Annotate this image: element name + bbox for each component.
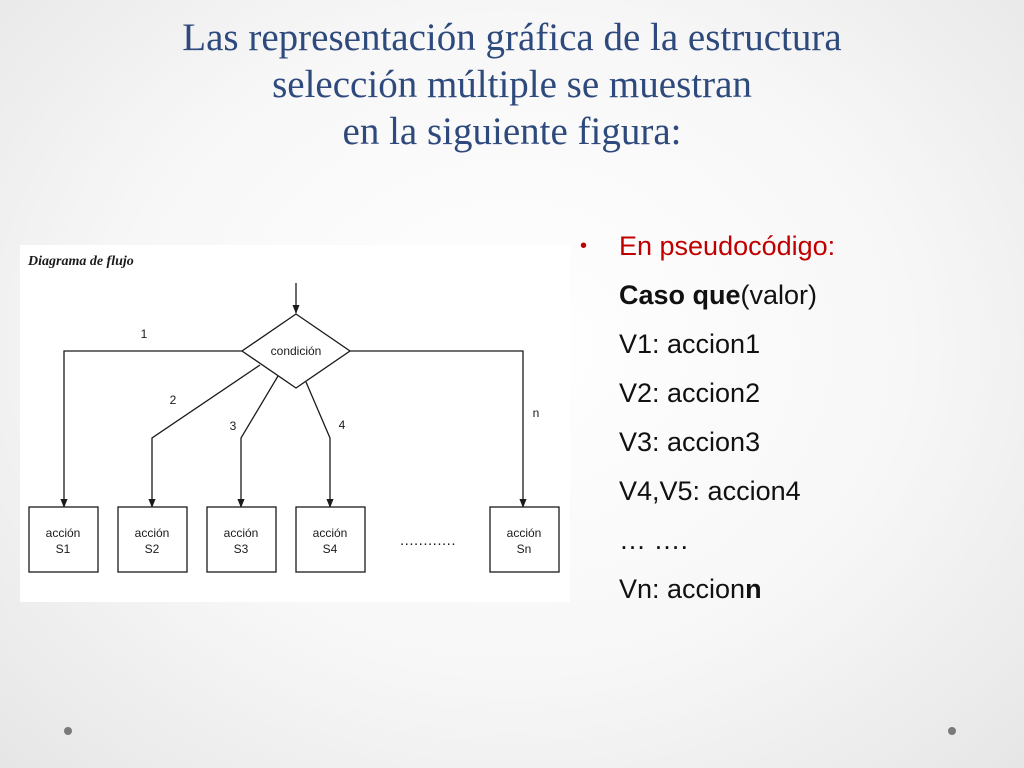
svg-text:S2: S2 — [145, 542, 160, 556]
branch-3-line — [237, 375, 279, 508]
flowchart-svg: Diagrama de flujo condición 1 n 2 3 4 ac… — [27, 254, 560, 573]
svg-text:S3: S3 — [234, 542, 249, 556]
svg-text:S1: S1 — [56, 542, 71, 556]
slide-title: Las representación gráfica de la estruct… — [40, 14, 984, 155]
pseudocode-heading-row: • En pseudocódigo: — [580, 222, 1000, 271]
bullet-icon: • — [580, 235, 588, 257]
pseudocode-line-2: V2: accion2 — [619, 378, 761, 408]
branch-label-1: 1 — [141, 327, 148, 341]
action-box-sn: acción Sn — [489, 506, 560, 573]
pseudocode-line-3: V3: accion3 — [619, 427, 761, 457]
svg-text:S4: S4 — [323, 542, 338, 556]
branch-n-line — [350, 350, 527, 508]
corner-dot-left — [64, 727, 72, 735]
branch-label-3: 3 — [230, 419, 237, 433]
diagram-caption: Diagrama de flujo — [27, 254, 134, 269]
corner-dot-right — [948, 727, 956, 735]
pseudocode-block: • En pseudocódigo: Caso que(valor) V1: a… — [580, 222, 1000, 614]
pseudocode-line-1: V1: accion1 — [619, 329, 761, 359]
pseudocode-line-4: V4,V5: accion4 — [619, 476, 801, 506]
pseudocode-last-line: Vn: accionn — [580, 565, 1000, 614]
action-box-s3: acción S3 — [206, 506, 277, 573]
svg-text:Sn: Sn — [517, 542, 532, 556]
branch-label-2: 2 — [170, 393, 177, 407]
svg-text:acción: acción — [135, 526, 170, 540]
decision-diamond — [240, 313, 352, 389]
last-prefix: Vn: accion — [619, 574, 746, 604]
branch-4-line — [305, 381, 334, 508]
svg-text:acción: acción — [46, 526, 81, 540]
action-box-s2: acción S2 — [117, 506, 188, 573]
title-line-3: en la siguiente figura: — [342, 110, 682, 153]
branch-2-line — [148, 364, 261, 508]
pseudocode-line-5: … …. — [619, 525, 689, 555]
case-arg: (valor) — [740, 280, 818, 310]
title-line-2: selección múltiple se muestran — [272, 63, 752, 106]
title-line-1: Las representación gráfica de la estruct… — [182, 16, 842, 59]
branch-1-line — [60, 350, 242, 508]
svg-text:acción: acción — [313, 526, 348, 540]
branch-label-n: n — [533, 406, 540, 420]
actions-ellipsis: ............ — [400, 532, 456, 549]
pseudocode-case-line: Caso que(valor) — [580, 271, 1000, 320]
flowchart-figure: Diagrama de flujo condición 1 n 2 3 4 ac… — [20, 245, 570, 602]
last-bold: n — [745, 574, 762, 604]
pseudocode-heading: En pseudocódigo: — [619, 231, 836, 261]
action-box-s1: acción S1 — [28, 506, 99, 573]
svg-text:acción: acción — [224, 526, 259, 540]
svg-text:acción: acción — [507, 526, 542, 540]
decision-label: condición — [271, 344, 322, 358]
branch-label-4: 4 — [339, 418, 346, 432]
action-box-s4: acción S4 — [295, 506, 366, 573]
case-keyword: Caso que — [619, 280, 741, 310]
